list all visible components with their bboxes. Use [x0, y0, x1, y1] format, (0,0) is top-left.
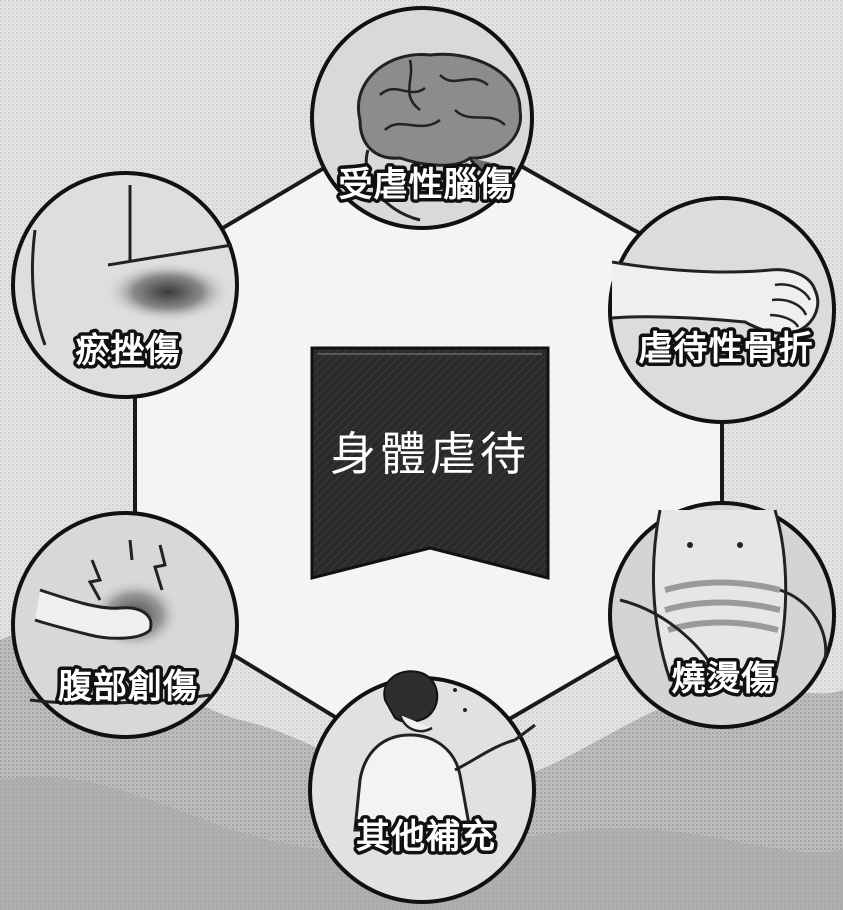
node-fracture: 虐待性骨折 [608, 196, 836, 424]
center-title: 身體虐待 [330, 427, 530, 481]
background-smoke-2 [0, 776, 843, 910]
node-abdominal-label: 腹部創傷 [58, 667, 198, 707]
node-other-label: 其他補充 [356, 817, 496, 857]
bruise-icon [31, 185, 233, 346]
node-burn-label: 燒燙傷 [672, 659, 777, 699]
node-bruise: 瘀挫傷 [11, 171, 239, 399]
node-other: 其他補充 [308, 670, 536, 904]
abdomen-pain-icon [29, 539, 211, 705]
man-pointing-icon [353, 670, 536, 832]
center-banner-shape [310, 346, 550, 580]
arm-fist-icon [611, 260, 820, 335]
node-fracture-label: 虐待性骨折 [639, 329, 814, 369]
center-banner: 身體虐待 [310, 346, 550, 580]
node-abdominal: 腹部創傷 [11, 511, 239, 739]
node-burn: 燒燙傷 [608, 501, 836, 729]
body-burn-icon [619, 509, 828, 692]
brain-icon [357, 52, 522, 222]
node-brain-label: 受虐性腦傷 [339, 165, 514, 205]
node-brain: 受虐性腦傷 [310, 6, 534, 230]
node-bruise-label: 瘀挫傷 [76, 331, 181, 371]
